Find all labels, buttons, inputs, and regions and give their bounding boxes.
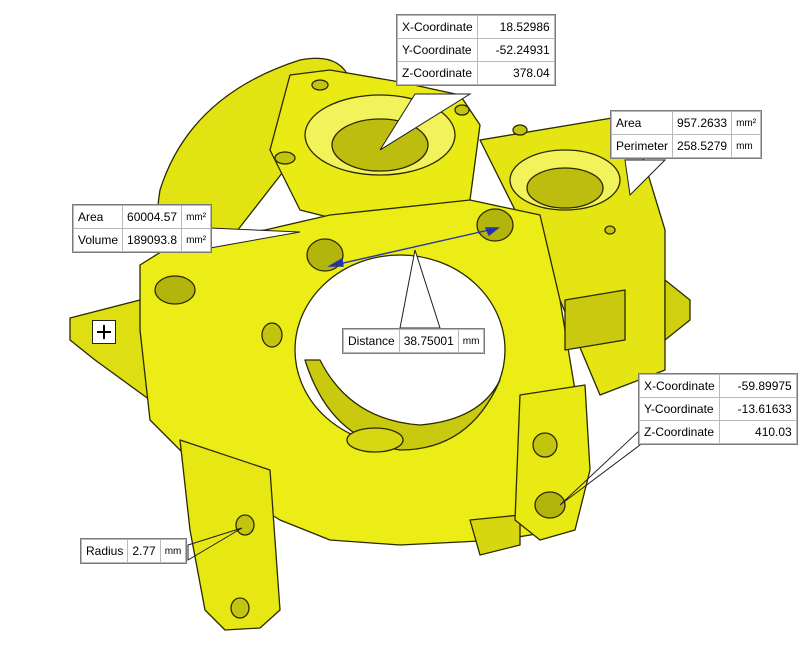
row-value: 2.77 <box>127 539 161 563</box>
base-plate <box>69 299 151 401</box>
row-label: Z-Coordinate <box>397 61 478 85</box>
row-label: X-Coordinate <box>639 374 720 398</box>
leader-face-right <box>624 159 667 197</box>
callout-point-bottom[interactable]: X-Coordinate-59.89975 Y-Coordinate-13.61… <box>638 373 798 445</box>
row-label: Y-Coordinate <box>639 397 720 421</box>
row-unit: mm <box>159 539 187 563</box>
row-label: Area <box>72 205 124 229</box>
row-value: 189093.8 <box>122 228 183 252</box>
row-value: -13.61633 <box>718 397 797 421</box>
row-value: 410.03 <box>718 420 797 444</box>
row-label: Volume <box>72 228 124 252</box>
row-value: 258.5279 <box>672 134 733 158</box>
distance-arrow <box>327 227 501 267</box>
row-label: Perimeter <box>610 134 674 158</box>
row-value: 378.04 <box>476 61 555 85</box>
row-label: Radius <box>80 539 129 563</box>
leader-point-top <box>379 93 472 151</box>
crosshair-toggle[interactable] <box>92 320 116 344</box>
row-unit: mm <box>457 329 485 353</box>
row-label: Z-Coordinate <box>639 420 720 444</box>
row-value: -59.89975 <box>718 374 797 398</box>
row-unit: mm² <box>181 205 212 229</box>
row-value: -52.24931 <box>476 38 555 62</box>
row-unit: mm² <box>181 228 212 252</box>
callout-row: Y-Coordinate-13.61633 <box>639 397 797 421</box>
row-unit: mm <box>731 134 762 158</box>
row-unit: mm² <box>731 111 762 135</box>
right-lug <box>514 384 591 541</box>
row-label: Distance <box>343 329 400 353</box>
row-label: X-Coordinate <box>397 15 478 39</box>
row-value: 38.75001 <box>398 329 459 353</box>
row-value: 957.2633 <box>672 111 733 135</box>
callout-row: X-Coordinate-59.89975 <box>639 374 797 398</box>
callout-row: Y-Coordinate-52.24931 <box>397 38 555 62</box>
row-value: 60004.57 <box>122 205 183 229</box>
row-value: 18.52986 <box>476 15 555 39</box>
row-label: Area <box>610 111 674 135</box>
row-label: Y-Coordinate <box>397 38 478 62</box>
plus-icon <box>97 325 111 339</box>
leader-radius <box>187 527 243 561</box>
